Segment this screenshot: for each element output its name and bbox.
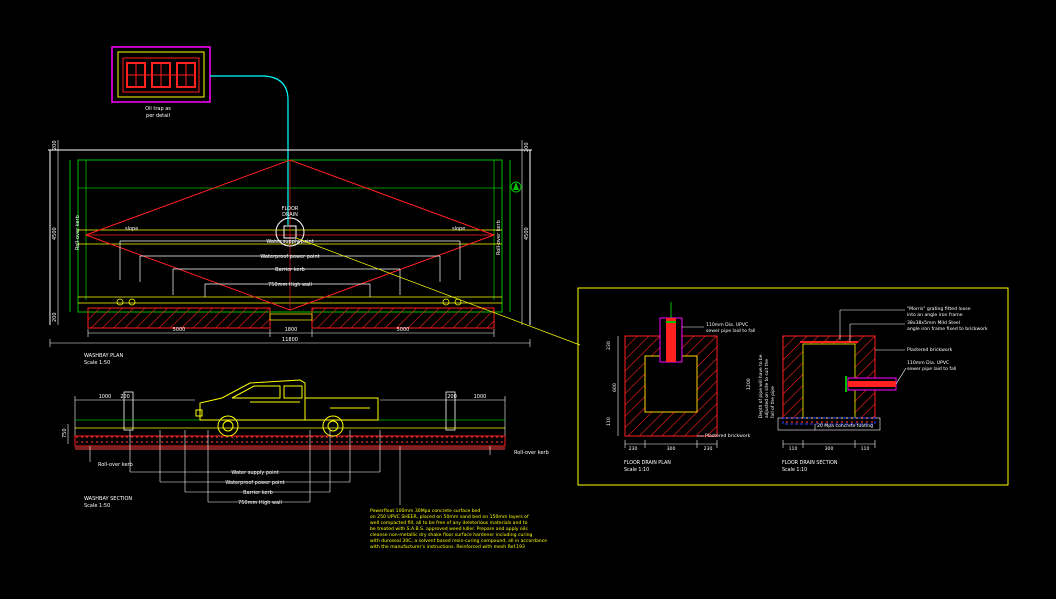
section-roll-over-right: Roll-over kerb [514, 450, 549, 456]
detail-grating-label-2: into an angle iron frame [907, 312, 963, 318]
section-dim-a: 1000 [99, 394, 112, 400]
grease-trap: Oil trap as per detail [111, 46, 289, 225]
detail-dim-230a: 230 [629, 446, 638, 452]
detail-dim-110b: 110 [861, 446, 870, 452]
plan-high-wall-label: 750mm High wall [268, 282, 312, 288]
plan-water-supply-label: Water supply point [266, 239, 313, 245]
detail-depth-note-3: fall of the pipe [770, 386, 776, 418]
washbay-section: 1000 200 200 1000 750 [62, 379, 549, 550]
detail-dim-600: 600 [612, 383, 618, 392]
section-water-supply: Water supply point [231, 470, 278, 476]
section-barrier-kerb: Barrier kerb [243, 490, 273, 496]
section-dim-e: 750 [62, 428, 68, 438]
plan-dim-r2: 200 [524, 142, 530, 152]
floor-drain-plan: 110mm Dia. UPVC sewer pipe laid to fall … [606, 302, 755, 473]
detail-pipe-right-label-2: sewer pipe laid to fall [907, 366, 956, 372]
detail-dim-300a: 300 [667, 446, 676, 452]
washbay-plan: FLOOR DRAIN slope slope Water supply poi… [48, 140, 581, 366]
detail-dim-v-110: 110 [606, 417, 612, 426]
spec-note: Powerfloat 100mm 30Mpa concrete surface … [370, 508, 547, 550]
spec-line-5: with duroseal 30C, a solvent based resin… [370, 538, 547, 544]
detail-dim-230b: 230 [704, 446, 713, 452]
detail-plastered-label: Plastered brickwork [705, 433, 751, 439]
detail-dim-v-1200: 1200 [746, 378, 752, 390]
detail-depth-note-1: Depth of pipe will have to be [758, 354, 764, 418]
detail-dim-300b: 300 [825, 446, 834, 452]
detail-pipe-label-1: 110mm Dia. UPVC [706, 322, 748, 328]
slope-right-label: slope [452, 226, 465, 232]
north-arrow-icon [510, 181, 522, 193]
plan-dim-right: 5000 [397, 327, 410, 333]
section-roll-over-left: Roll-over kerb [98, 462, 133, 468]
slope-left-label: slope [125, 226, 138, 232]
detail-section-scale: Scale 1:10 [782, 467, 807, 473]
section-scale: Scale 1:50 [84, 503, 110, 509]
spec-line-3: be treated with S.A.B.S. approved weed k… [370, 526, 528, 532]
section-title: WASHBAY SECTION [84, 496, 132, 502]
detail-depth-note-2: adjusted on site to suit the [764, 359, 770, 418]
plan-dim-v3: 200 [52, 312, 58, 322]
grease-trap-label-2: per detail [146, 113, 170, 119]
section-dim-b: 200 [120, 394, 130, 400]
plan-title: WASHBAY PLAN [84, 353, 123, 359]
detail-pipe-right-label-1: 110mm Dia. UPVC [907, 360, 949, 366]
plan-dim-left: 5000 [173, 327, 186, 333]
plan-barrier-kerb-label: Barrier kerb [275, 267, 305, 273]
section-waterproof-power: Waterproof power point [225, 480, 284, 486]
floor-drain-section: "Morris" grating fitted loose into an an… [746, 306, 988, 473]
section-high-wall: 750mm High wall [238, 500, 282, 506]
spec-line-6: with the manufacturer's instructions. Re… [370, 544, 525, 550]
detail-pipe-label-2: sewer pipe laid to fall [706, 328, 755, 334]
spec-line-1: on 250 UPVC SHEER, placed on 50mm sand b… [370, 514, 529, 520]
plan-dim-total: 11800 [282, 337, 298, 343]
detail-plan-scale: Scale 1:10 [624, 467, 649, 473]
detail-grating-label-1: "Morris" grating fitted loose [907, 306, 971, 312]
pickup-truck-icon [195, 379, 379, 437]
plan-waterproof-power-label: Waterproof power point [260, 254, 319, 260]
spec-line-4: cleanse non-metallic dry shake floor sur… [370, 532, 533, 538]
detail-steel-label-1: 38x38x5mm Mild Steel [907, 320, 960, 326]
plan-dim-v2: 200 [52, 140, 58, 150]
floor-drain-detail: 110mm Dia. UPVC sewer pipe laid to fall … [577, 287, 1009, 486]
detail-section-title: FLOOR DRAIN SECTION [782, 460, 838, 466]
plan-roll-over-right-label: Roll-over kerb [496, 220, 502, 255]
detail-plastered-right-label: Plastered brickwork [907, 347, 953, 353]
detail-dim-110a: 110 [789, 446, 798, 452]
plan-dim-v1: 4500 [52, 227, 58, 240]
plan-dim-r1: 4500 [524, 227, 530, 240]
detail-plan-title: FLOOR DRAIN PLAN [624, 460, 671, 466]
floor-drain-label-1: FLOOR [282, 206, 299, 212]
section-dim-c: 200 [447, 394, 457, 400]
grease-trap-label-1: Oil trap as [145, 106, 171, 112]
spec-line-2: well compacted fill, all to be free of a… [370, 520, 528, 526]
plan-roll-over-left-label: Roll-over kerb [75, 215, 81, 250]
detail-steel-label-2: angle iron frame fixed to brickwork [907, 326, 988, 332]
spec-line-0: Powerfloat 100mm 30Mpa concrete surface … [370, 508, 481, 514]
section-dim-d: 1000 [474, 394, 487, 400]
floor-drain-label-2: DRAIN [282, 212, 298, 218]
plan-dim-mid: 1800 [285, 327, 298, 333]
detail-dim-v-230: 230 [606, 341, 612, 350]
detail-concrete-footing-label: 20 Mpa concrete footing [817, 423, 873, 429]
plan-scale: Scale 1:50 [84, 360, 110, 366]
